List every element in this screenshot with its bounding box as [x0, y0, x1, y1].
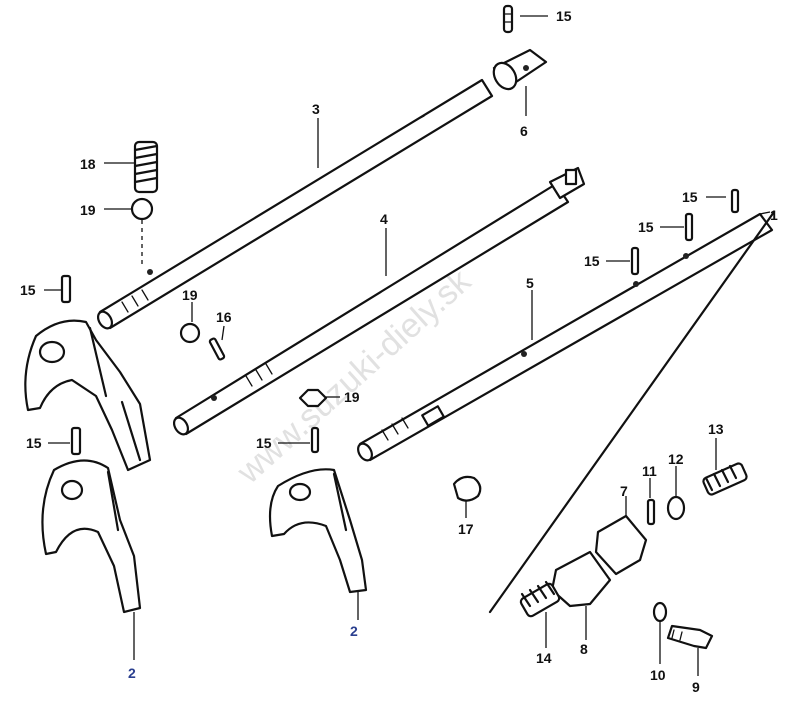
callout-2: 2 — [128, 665, 136, 681]
pin-15-top — [502, 4, 514, 34]
spring-14 — [519, 580, 561, 618]
callout-16: 16 — [216, 309, 232, 325]
callout-15: 15 — [556, 8, 572, 24]
callout-11: 11 — [642, 463, 657, 479]
callout-13: 13 — [708, 421, 724, 437]
shift-fork-2-left — [41, 459, 142, 614]
shift-fork-2-mid — [268, 468, 368, 594]
pin-15-mid — [310, 426, 320, 454]
callout-15: 15 — [638, 219, 654, 235]
plug-17 — [452, 475, 482, 502]
callout-18: 18 — [80, 156, 96, 172]
callout-15: 15 — [682, 189, 698, 205]
spring-18 — [133, 140, 159, 194]
callout-1: 1 — [770, 207, 778, 223]
callout-17: 17 — [458, 521, 474, 537]
ball-19-mid — [179, 322, 201, 344]
selector-assembly — [519, 462, 748, 650]
callout-15: 15 — [20, 282, 36, 298]
callout-19: 19 — [80, 202, 96, 218]
pin-15-r3 — [630, 246, 640, 276]
spring-13 — [702, 462, 748, 496]
callout-19: 19 — [182, 287, 198, 303]
callout-14: 14 — [536, 650, 552, 666]
callout-8: 8 — [580, 641, 588, 657]
callout-15: 15 — [584, 253, 600, 269]
shift-shaft-4 — [172, 166, 586, 436]
callout-9: 9 — [692, 679, 700, 695]
callout-15: 15 — [256, 435, 272, 451]
shift-fork-left — [24, 319, 152, 472]
shift-shaft-5 — [357, 212, 774, 462]
ball-19-low — [298, 388, 328, 408]
pin-16 — [208, 337, 226, 361]
collar-6 — [492, 48, 548, 91]
shift-shaft-3 — [96, 78, 494, 330]
callout-2: 2 — [350, 623, 358, 639]
callout-15: 15 — [26, 435, 42, 451]
ball-19-top — [130, 197, 154, 221]
callout-19: 19 — [344, 389, 360, 405]
callout-4: 4 — [380, 211, 388, 227]
callout-6: 6 — [520, 123, 528, 139]
callout-7: 7 — [620, 483, 628, 499]
pin-15-r2 — [684, 212, 694, 242]
pin-15-left — [60, 274, 72, 304]
callout-3: 3 — [312, 101, 320, 117]
pin-15-fork — [70, 426, 82, 456]
pin-15-r1 — [730, 188, 740, 214]
callout-10: 10 — [650, 667, 666, 683]
callout-12: 12 — [668, 451, 684, 467]
callout-5: 5 — [526, 275, 534, 291]
